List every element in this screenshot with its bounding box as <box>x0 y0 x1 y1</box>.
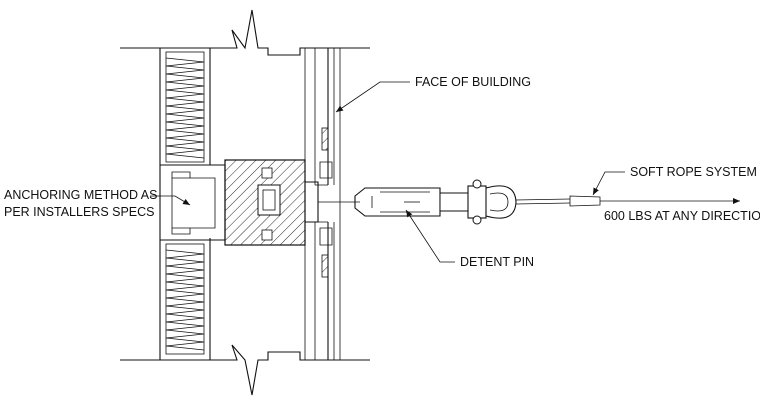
top-break-line <box>230 9 370 56</box>
detent-pin-assembly <box>318 179 517 225</box>
wall-slab <box>120 9 370 396</box>
cladding-panel <box>304 48 341 360</box>
insulation-upper <box>165 51 205 163</box>
leader-lines <box>150 81 625 263</box>
bottom-break-line <box>230 344 370 396</box>
label-detent-pin: DETENT PIN <box>460 255 534 269</box>
label-anchoring-line2: PER INSTALLERS SPECS <box>4 205 155 219</box>
anchor-housing <box>160 159 319 246</box>
label-anchoring-line1: ANCHORING METHOD AS <box>4 188 158 202</box>
label-face-of-building: FACE OF BUILDING <box>415 75 531 89</box>
label-soft-rope-system: SOFT ROPE SYSTEM <box>630 165 757 179</box>
soft-rope-system <box>515 195 740 207</box>
insulation-lower <box>165 243 205 355</box>
label-load-rating: 600 LBS AT ANY DIRECTION <box>604 209 760 223</box>
